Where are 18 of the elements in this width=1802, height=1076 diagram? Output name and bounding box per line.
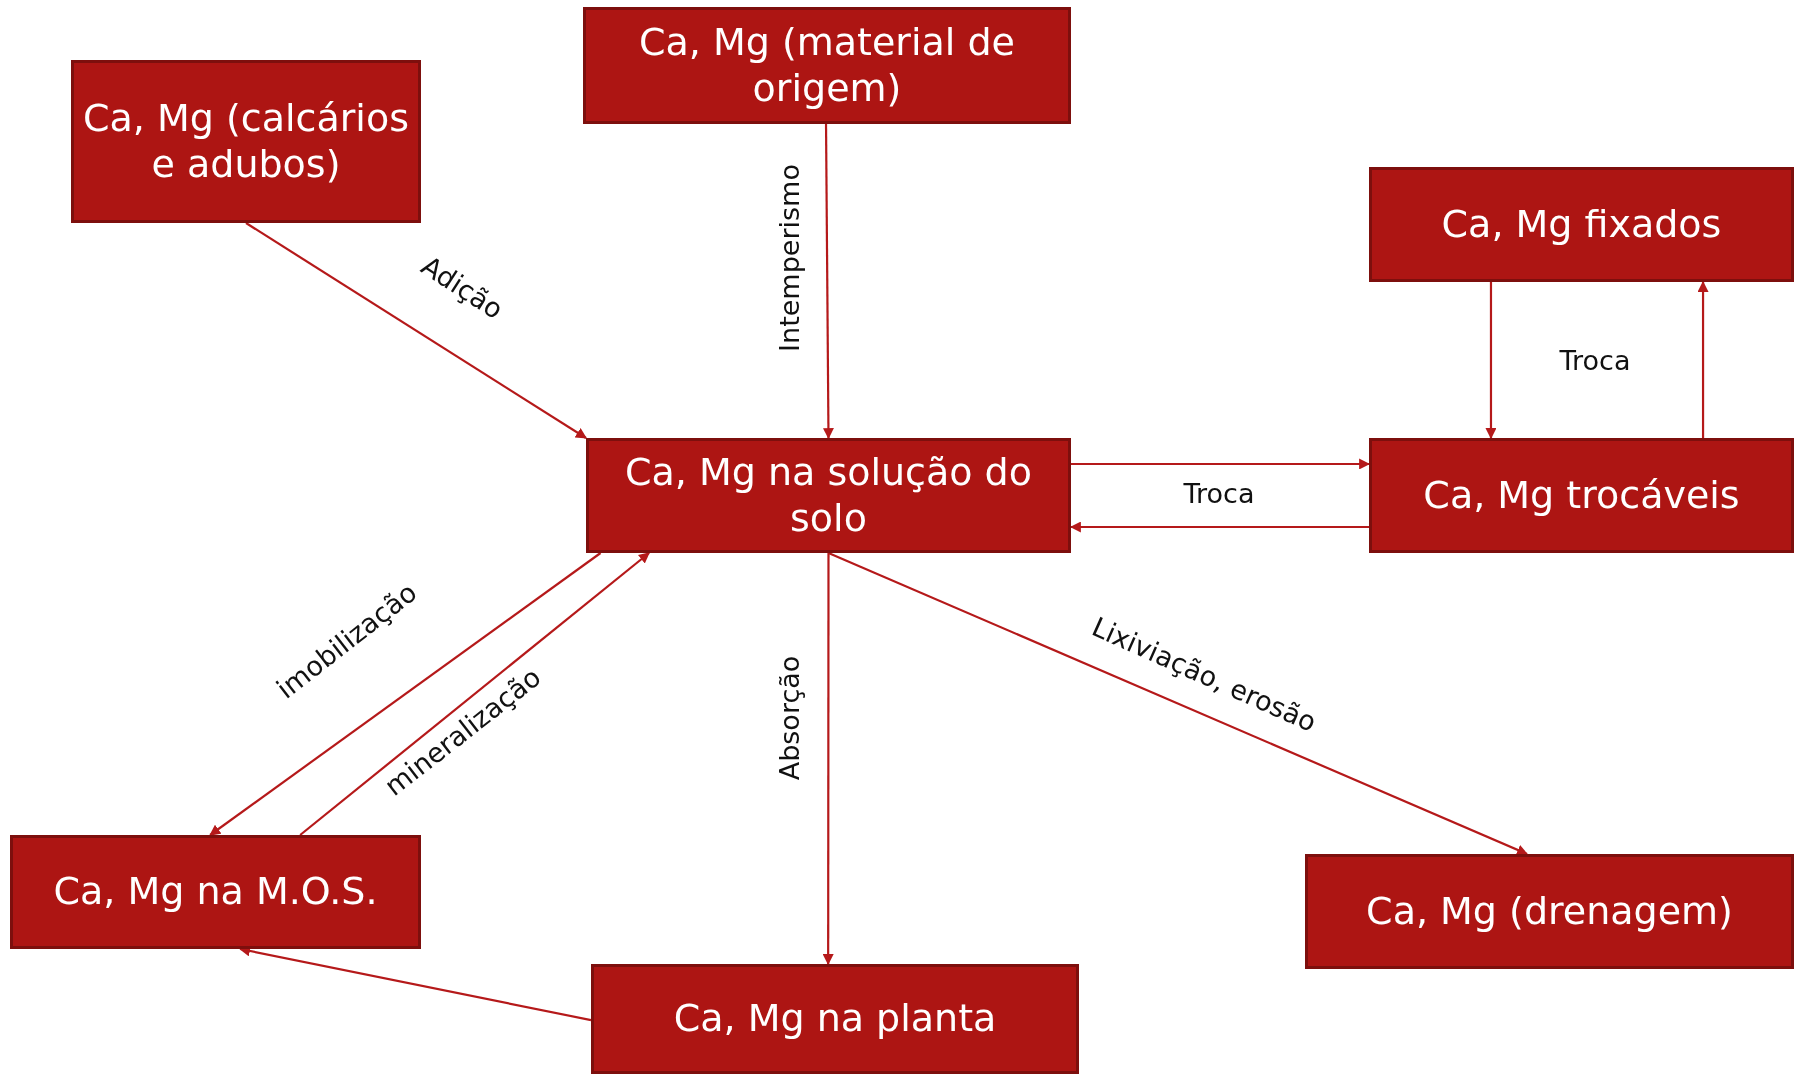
- arrow: [1697, 280, 1709, 438]
- process-box: Ca, Mg (material de origem): [583, 7, 1071, 124]
- arrow: [828, 552, 1528, 856]
- arrow: [1485, 282, 1497, 440]
- process-box: Ca, Mg trocáveis: [1369, 438, 1794, 553]
- arrow: [245, 222, 587, 439]
- process-box: Ca, Mg (calcários e adubos): [71, 60, 421, 223]
- process-box: Ca, Mg fixados: [1369, 167, 1794, 282]
- arrow: [209, 552, 602, 836]
- process-box: Ca, Mg na M.O.S.: [10, 835, 421, 949]
- arrow: [822, 553, 834, 966]
- arrow: [822, 124, 834, 440]
- arrow: [1069, 521, 1369, 533]
- process-box: Ca, Mg na solução do solo: [586, 438, 1071, 553]
- process-box: Ca, Mg na planta: [591, 964, 1079, 1074]
- arrow: [299, 552, 650, 836]
- process-box: Ca, Mg (drenagem): [1305, 854, 1794, 969]
- arrow: [1071, 458, 1371, 470]
